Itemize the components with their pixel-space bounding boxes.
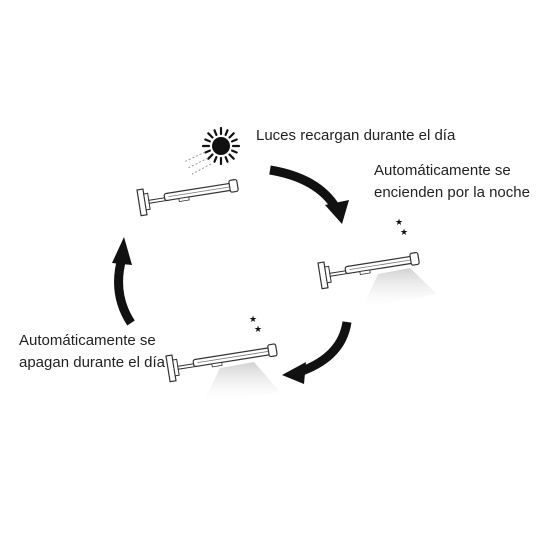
label-day: Automáticamente se apagan durante el día: [19, 330, 165, 374]
moon-stars-icon: ★ ★: [232, 313, 262, 337]
moon-stars-icon: ★ ★: [378, 216, 408, 240]
svg-text:★: ★: [395, 218, 403, 228]
cycle-arrow-left: [112, 237, 135, 326]
label-night: Automáticamente se encienden por la noch…: [374, 160, 530, 204]
light-beam-day: [204, 362, 280, 401]
svg-text:★: ★: [249, 315, 257, 325]
label-recharge-text: Luces recargan durante el día: [256, 127, 456, 144]
label-day-line-2: apagan durante el día: [19, 354, 165, 371]
solar-lamp-night: [317, 251, 420, 290]
svg-text:★: ★: [400, 228, 408, 238]
label-day-line-1: Automáticamente se: [19, 332, 156, 349]
cycle-arrow-bottom-right: [282, 321, 352, 384]
cycle-arrow-top-right: [269, 165, 349, 224]
label-night-line-2: encienden por la noche: [374, 184, 530, 201]
label-recharge: Luces recargan durante el día: [256, 125, 455, 147]
sun-icon: [201, 126, 241, 166]
svg-text:★: ★: [254, 325, 262, 335]
solar-lamp-recharging: [136, 178, 239, 217]
light-beam-night: [362, 268, 437, 308]
label-night-line-1: Automáticamente se: [374, 162, 511, 179]
solar-lamp-day: [165, 343, 278, 383]
sunlight-rays-icon: [183, 151, 212, 175]
